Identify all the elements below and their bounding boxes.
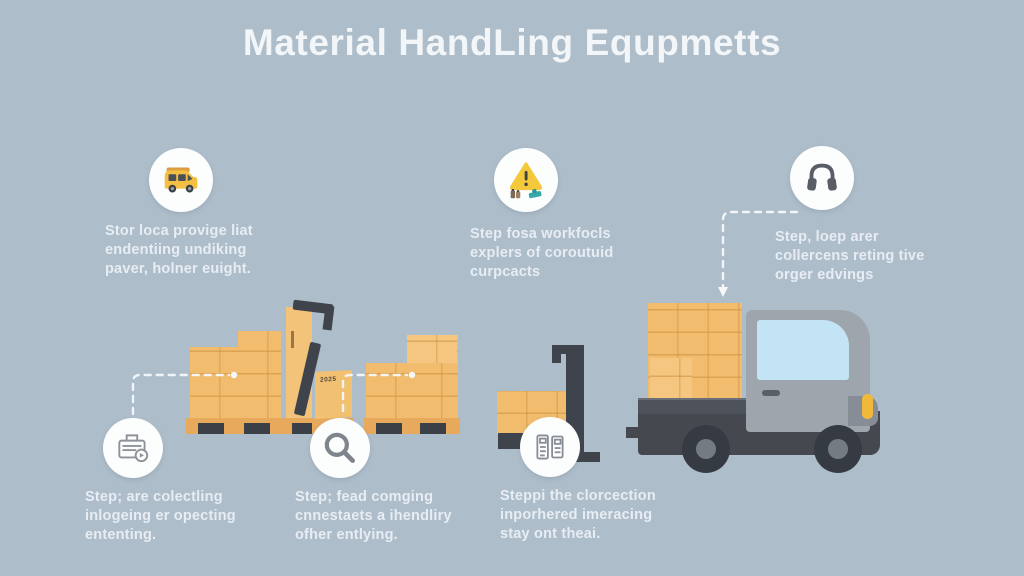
truck-cargo-boxes xyxy=(648,303,742,399)
van-icon xyxy=(164,167,198,193)
step-text: Steppi the clorcection inporhered imerac… xyxy=(500,488,656,542)
truck-window xyxy=(757,320,849,380)
box-stack xyxy=(407,335,457,363)
truck-rear-wheel xyxy=(682,425,730,473)
step-text: Step, loep arer collercens reting tive o… xyxy=(775,229,925,283)
step-icon-badge xyxy=(103,418,163,478)
forklift-handle xyxy=(552,345,584,354)
receipt-icon xyxy=(118,434,149,463)
box-label: 2025 xyxy=(320,375,337,384)
step-text: Step; fead comging cnnestaets a ihendlir… xyxy=(295,489,452,543)
pallet xyxy=(364,418,460,434)
pallet xyxy=(186,418,284,434)
step-icon-badge xyxy=(520,417,580,477)
mast-top-drop xyxy=(322,305,335,331)
truck-flatbed xyxy=(638,398,750,414)
truck-door-handle xyxy=(762,390,780,396)
box-stack xyxy=(190,347,238,418)
mast-seam xyxy=(291,331,294,348)
step-text: Step; are colectling inlogeing er opecti… xyxy=(85,489,236,543)
step-icon-badge xyxy=(790,146,854,210)
forklift-handle-hook xyxy=(552,345,561,363)
page-title: Material HandLing Equpmetts xyxy=(242,22,782,63)
step-text: Step fosa workfocls explers of coroutuid… xyxy=(470,226,614,280)
step-icon-badge xyxy=(149,148,213,212)
magnifier-icon xyxy=(324,432,355,463)
checklist-icon xyxy=(536,434,564,460)
headphones-icon xyxy=(807,163,837,191)
warning-icon xyxy=(509,162,543,199)
truck-hitch xyxy=(626,427,658,438)
step-icon-badge xyxy=(494,148,558,212)
truck-front-wheel xyxy=(814,425,862,473)
box-stack xyxy=(366,363,412,418)
box-stack xyxy=(238,331,281,418)
labeled-box: 2025 xyxy=(315,369,352,420)
step-text: Stor loca provige liat endentiing undiki… xyxy=(105,223,253,277)
step-icon-badge xyxy=(310,418,370,478)
truck-headlight xyxy=(862,394,873,419)
truck-cargo-boxes xyxy=(650,358,692,398)
truck-hitch-arm xyxy=(645,419,656,443)
